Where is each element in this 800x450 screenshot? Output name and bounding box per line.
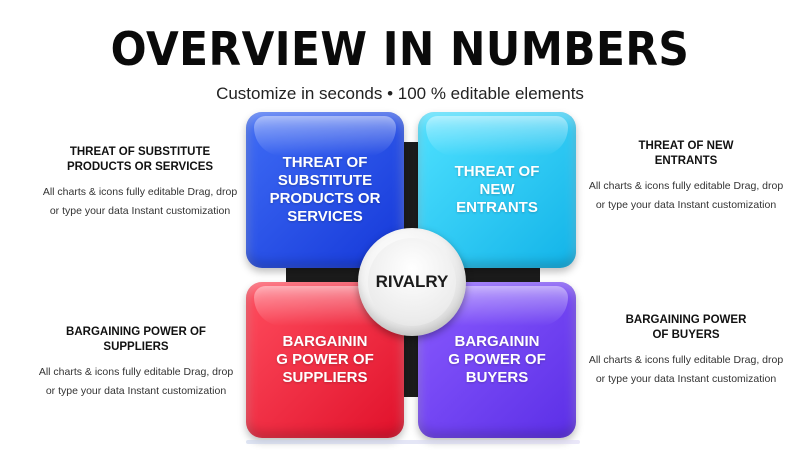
quadrant-label-new-entrants: THREAT OF NEW ENTRANTS <box>454 163 540 216</box>
quadrant-label-substitutes: THREAT OF SUBSTITUTE PRODUCTS OR SERVICE… <box>269 154 381 225</box>
side-heading-substitutes: THREAT OF SUBSTITUTE PRODUCTS OR SERVICE… <box>66 146 214 173</box>
side-block-suppliers: BARGAINING POWER OF SUPPLIERS All charts… <box>36 325 236 401</box>
side-block-new-entrants: THREAT OF NEW ENTRANTS All charts & icon… <box>586 139 786 215</box>
matrix-reflection <box>246 440 580 444</box>
quadrant-label-suppliers: BARGAININ G POWER OF SUPPLIERS <box>276 333 374 386</box>
side-text-substitutes: All charts & icons fully editable Drag, … <box>42 186 238 217</box>
quadrant-substitutes: THREAT OF SUBSTITUTE PRODUCTS OR SERVICE… <box>246 112 404 268</box>
side-block-buyers: BARGAINING POWER OF BUYERS All charts & … <box>586 313 786 389</box>
rivalry-matrix: THREAT OF SUBSTITUTE PRODUCTS OR SERVICE… <box>246 112 580 444</box>
side-heading-buyers: BARGAINING POWER OF BUYERS <box>625 314 747 341</box>
quadrant-label-buyers: BARGAININ G POWER OF BUYERS <box>448 333 546 386</box>
side-text-new-entrants: All charts & icons fully editable Drag, … <box>588 180 784 211</box>
rivalry-label: RIVALRY <box>368 238 456 326</box>
page-title: OVERVIEW IN NUMBERS <box>110 22 690 76</box>
rivalry-circle: RIVALRY <box>358 228 466 336</box>
page-subtitle: Customize in seconds • 100 % editable el… <box>216 84 584 103</box>
side-heading-suppliers: BARGAINING POWER OF SUPPLIERS <box>66 326 206 353</box>
side-heading-new-entrants: THREAT OF NEW ENTRANTS <box>638 140 734 167</box>
side-block-substitutes: THREAT OF SUBSTITUTE PRODUCTS OR SERVICE… <box>40 145 240 221</box>
side-text-suppliers: All charts & icons fully editable Drag, … <box>38 366 234 397</box>
side-text-buyers: All charts & icons fully editable Drag, … <box>588 354 784 385</box>
